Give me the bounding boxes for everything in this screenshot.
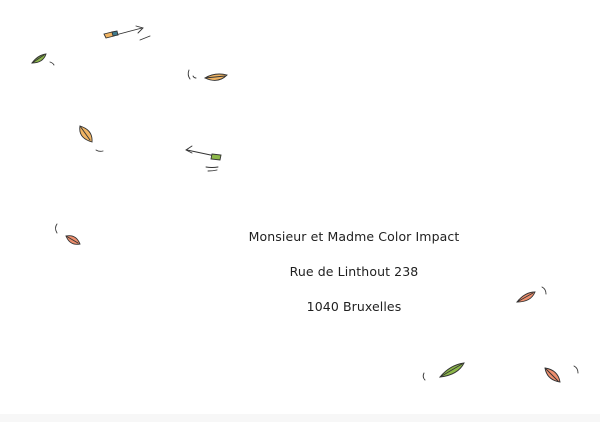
arrow-icon (185, 145, 222, 172)
leaf-icon (422, 362, 465, 381)
wind-stroke-icon (207, 169, 218, 172)
wind-stroke-icon (422, 372, 426, 381)
street-address: Rue de Linthout 238 (289, 264, 419, 279)
wind-stroke-icon (187, 69, 191, 80)
leaf-icon (79, 125, 104, 152)
leaf-icon (31, 53, 55, 66)
arrow-icon (103, 25, 151, 41)
recipient-name: Monsieur et Madme Color Impact (248, 229, 460, 244)
wind-stroke-icon (205, 166, 219, 168)
city-line: 1040 Bruxelles (306, 299, 402, 314)
wind-stroke-icon (55, 223, 58, 234)
bottom-edge (0, 414, 600, 422)
leaf-icon (516, 286, 547, 303)
leaf-icon (55, 223, 81, 245)
leaf-icon (544, 365, 579, 383)
wind-stroke-icon (541, 286, 547, 295)
wind-stroke-icon (192, 75, 197, 79)
leaf-icon (187, 69, 228, 81)
wind-stroke-icon (573, 365, 579, 374)
wind-stroke-icon (95, 149, 104, 152)
recipient-address: Monsieur et Madme Color Impact Rue de Li… (204, 228, 504, 333)
